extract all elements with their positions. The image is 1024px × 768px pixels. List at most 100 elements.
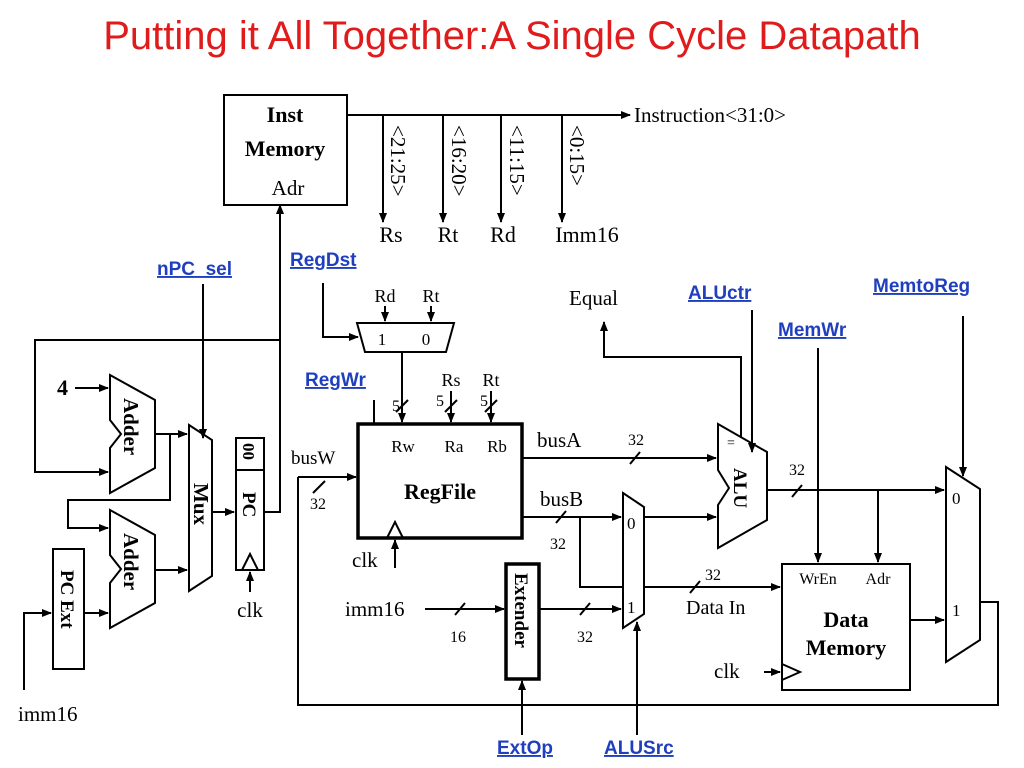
memtoreg-mux: 0 1	[945, 465, 981, 664]
width-slash	[689, 580, 701, 594]
pc-ext: PC Ext	[52, 548, 85, 670]
width-slash	[791, 484, 803, 498]
inst-memory-label-2: Memory	[245, 136, 326, 161]
width-slash	[484, 399, 498, 413]
busb-label: busB	[540, 487, 583, 511]
rf-port-rw: Rw	[391, 437, 415, 456]
data-in-label: Data In	[686, 597, 745, 619]
regdst-sel0: 0	[422, 330, 431, 349]
inst-memory: Inst Memory Adr	[223, 94, 348, 206]
dmem-wren: WrEn	[799, 571, 837, 588]
regdst-mux: 1 0	[355, 322, 456, 353]
control-regdst: RegDst	[290, 250, 357, 271]
regdst-in-rt: Rt	[422, 286, 439, 306]
imm16-to-pcext	[23, 609, 52, 690]
regfile-label: RegFile	[404, 479, 476, 504]
pc-imm16: imm16	[18, 702, 78, 726]
regdst-sel1: 1	[378, 330, 387, 349]
extender: Extender	[504, 562, 541, 681]
equal-wire	[600, 321, 742, 437]
width-slash	[629, 451, 641, 465]
width-label: 32	[705, 567, 721, 584]
busa-label: busA	[537, 428, 582, 452]
dmem-adr: Adr	[866, 571, 892, 588]
alu-eq: =	[727, 436, 735, 451]
field-imm-name: Imm16	[555, 222, 619, 247]
width-label: 16	[450, 629, 466, 646]
pc-mux: Mux	[188, 423, 213, 593]
regdst-in-rd: Rd	[374, 286, 395, 306]
width-label: 5	[436, 393, 444, 410]
control-extop: ExtOp	[497, 738, 553, 759]
pc-register: 00 PC	[235, 437, 265, 571]
field-rs-name: Rs	[379, 222, 402, 247]
width-label: 32	[577, 629, 593, 646]
adder-chain-wire	[67, 434, 171, 532]
pc-adder-top: Adder	[109, 373, 156, 495]
rf-addr-rt: Rt	[482, 370, 499, 390]
field-rd-name: Rd	[490, 222, 516, 247]
inst-memory-adr: Adr	[272, 176, 305, 200]
control-npc-sel: nPC_sel	[157, 259, 232, 280]
alu: = ALU	[717, 422, 768, 550]
control-regwr: RegWr	[305, 370, 366, 391]
rf-addr-rs: Rs	[441, 370, 460, 390]
width-label: 32	[550, 536, 566, 553]
dmem-label-2: Memory	[806, 635, 887, 660]
pc-out-wire	[264, 340, 281, 513]
dmem-label: Data	[823, 607, 868, 632]
alusrc-mux: 0 1	[622, 491, 645, 630]
extender-label: Extender	[510, 573, 531, 649]
register-file: Rw Ra Rb RegFile	[356, 422, 524, 540]
alusrc-in1: 1	[627, 598, 636, 617]
rf-port-rb: Rb	[487, 437, 507, 456]
width-slash	[454, 602, 466, 616]
dmem-clk: clk	[714, 659, 740, 683]
pc-adder-bottom: Adder	[109, 508, 156, 630]
pc-bits: 00	[239, 443, 258, 460]
equal-label: Equal	[569, 286, 618, 310]
extender-input: imm16	[345, 597, 405, 621]
data-in-wire	[579, 517, 781, 591]
width-label: 5	[480, 393, 488, 410]
width-slash	[444, 399, 458, 413]
instruction-fields: <21:25> <16:20> <11:15> <0:15> Rs Rt Rd …	[379, 115, 619, 247]
field-rd-bits: <11:15>	[505, 125, 529, 196]
regdst-wire	[322, 283, 359, 341]
control-aluctr: ALUctr	[688, 283, 752, 304]
width-label: 5	[392, 398, 400, 415]
adder-const-four: 4	[57, 375, 68, 400]
memtoreg-in1: 1	[952, 601, 961, 620]
width-slash	[555, 510, 567, 524]
adder-label: Adder	[119, 398, 143, 455]
adder-label-2: Adder	[119, 533, 143, 590]
data-memory: WrEn Adr Data Memory	[781, 563, 911, 691]
pc-label: PC	[238, 492, 259, 517]
pc-mux-label: Mux	[189, 483, 213, 526]
field-rs-bits: <21:25>	[386, 125, 410, 197]
rf-clk: clk	[352, 548, 378, 572]
alu-label: ALU	[729, 468, 750, 508]
width-slash	[579, 602, 591, 616]
instruction-bus-label: Instruction<31:0>	[634, 103, 786, 127]
width-label: 32	[310, 496, 326, 513]
field-imm-bits: <0:15>	[565, 125, 589, 186]
page-title: Putting it All Together:A Single Cycle D…	[103, 14, 921, 58]
width-label: 32	[789, 462, 805, 479]
busw-label: busW	[291, 448, 335, 469]
inst-memory-label: Inst	[267, 102, 304, 127]
field-rt-bits: <16:20>	[447, 125, 471, 197]
alusrc-in0: 0	[627, 514, 636, 533]
control-alusrc: ALUSrc	[604, 738, 674, 759]
writeback-wire	[297, 477, 999, 706]
field-rt-name: Rt	[438, 222, 459, 247]
width-label: 32	[628, 432, 644, 449]
width-slash	[395, 399, 409, 413]
width-slash	[312, 480, 326, 494]
control-memtoreg: MemtoReg	[873, 276, 970, 297]
pc-ext-label: PC Ext	[56, 570, 77, 629]
memtoreg-in0: 0	[952, 489, 961, 508]
pc-clk: clk	[237, 598, 263, 622]
control-memwr: MemWr	[778, 320, 847, 341]
